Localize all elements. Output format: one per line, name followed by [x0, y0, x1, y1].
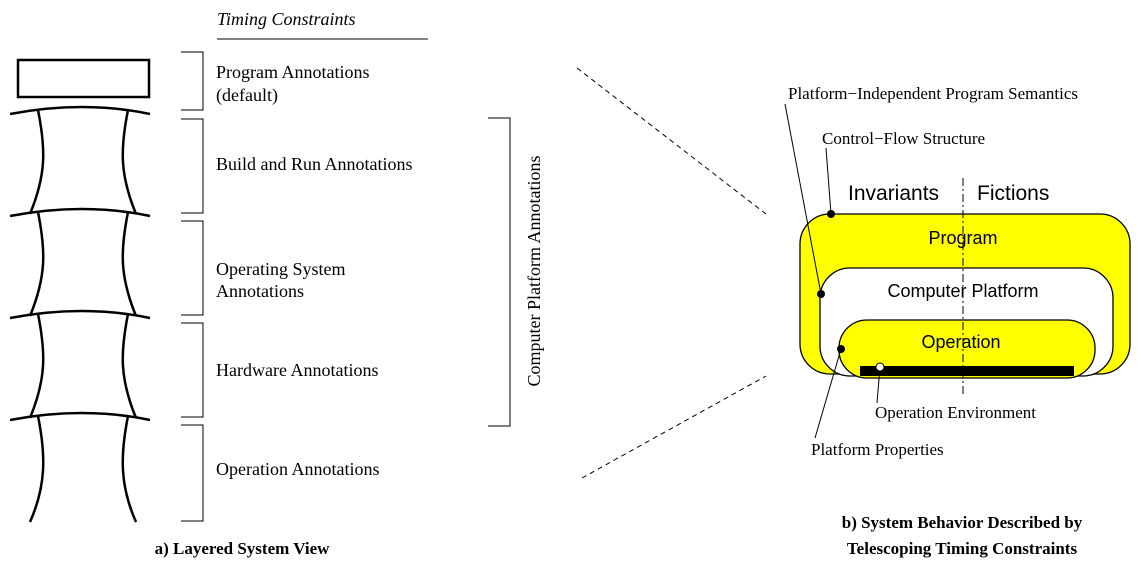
operation-environment-label: Operation Environment — [875, 403, 1036, 422]
platform-independent-semantics-label: Platform−Independent Program Semantics — [788, 84, 1078, 103]
caption-b-line2: Telescoping Timing Constraints — [847, 539, 1078, 558]
layer-side — [121, 211, 138, 317]
layer-stack — [9, 105, 151, 523]
timing-constraints-header: Timing Constraints — [217, 9, 356, 29]
label-build-run: Build and Run Annotations — [216, 154, 413, 174]
platform-properties-label: Platform Properties — [811, 440, 944, 459]
label-operation-annotations: Operation Annotations — [216, 459, 379, 479]
program-label: Program — [928, 228, 997, 248]
label-os-annotations: Annotations — [216, 281, 304, 301]
layer-brackets — [181, 51, 204, 522]
label-program-default: (default) — [216, 85, 278, 106]
label-hardware: Hardware Annotations — [216, 360, 378, 380]
layer-side — [28, 415, 45, 523]
label-program-annotations: Program Annotations — [216, 62, 370, 82]
leader-platform-properties — [814, 348, 842, 439]
layer-side — [121, 109, 138, 215]
layer-side — [28, 211, 45, 317]
operation-label: Operation — [921, 332, 1000, 352]
bracket-program — [181, 51, 204, 111]
bracket-hardware — [181, 322, 204, 418]
invariants-label: Invariants — [848, 182, 939, 205]
caption-b-line1: b) System Behavior Described by — [842, 513, 1083, 532]
layer-side — [121, 313, 138, 419]
layer-side — [28, 313, 45, 419]
group-bracket — [488, 117, 511, 427]
leader-semantics — [784, 103, 822, 295]
zoom-line-top — [576, 67, 767, 215]
layer-side — [28, 109, 45, 215]
layer-side — [121, 415, 138, 523]
layer-separator — [9, 105, 151, 116]
zoom-line-bottom — [581, 375, 767, 479]
semantics-dot — [817, 290, 825, 298]
control-flow-dot — [827, 210, 835, 218]
caption-a: a) Layered System View — [155, 539, 331, 558]
bracket-operation — [181, 424, 204, 522]
leader-lines — [784, 103, 881, 439]
program-block — [16, 58, 151, 99]
bracket-operating-system — [181, 220, 204, 316]
platform-properties-dot — [837, 345, 845, 353]
control-flow-structure-label: Control−Flow Structure — [822, 129, 985, 148]
bracket-build-run — [181, 118, 204, 214]
label-operating-system: Operating System — [216, 259, 345, 279]
leader-operation-environment — [876, 366, 881, 404]
leader-control-flow — [825, 147, 832, 215]
computer-platform-label: Computer Platform — [887, 281, 1038, 301]
operation-environment-bar — [860, 366, 1074, 376]
operation-environment-dot — [875, 362, 885, 372]
computer-platform-annotations-label: Computer Platform Annotations — [524, 156, 544, 387]
fictions-label: Fictions — [977, 182, 1049, 205]
